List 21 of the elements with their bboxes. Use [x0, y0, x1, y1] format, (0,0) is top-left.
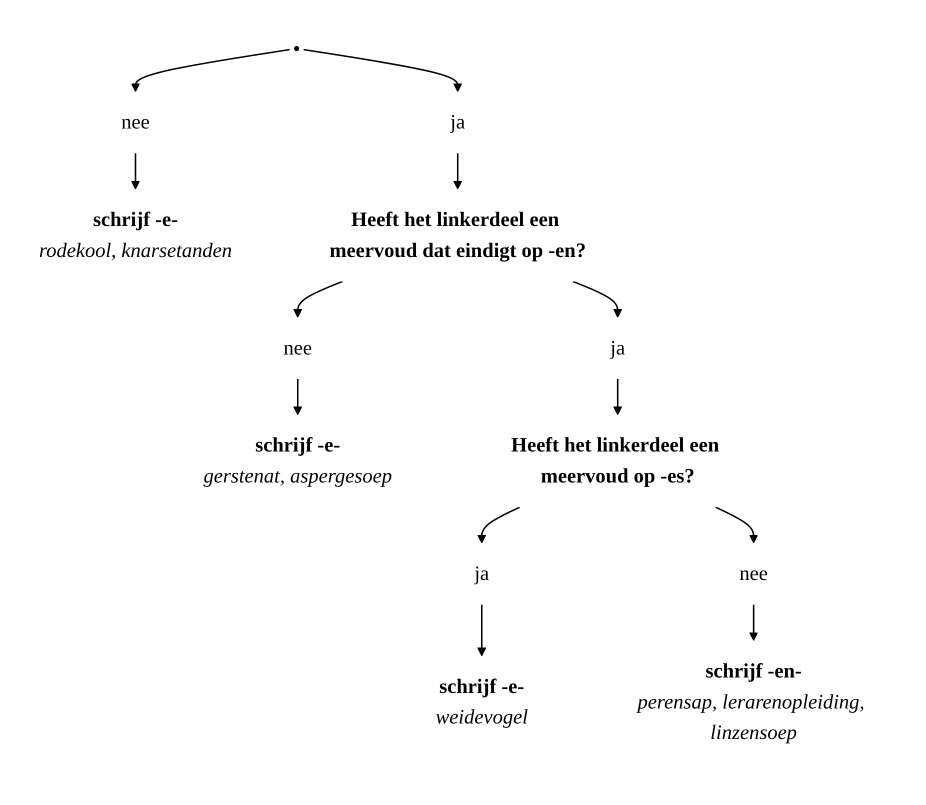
arrow	[293, 378, 302, 416]
arrow	[749, 604, 758, 641]
arrow	[304, 48, 462, 92]
arrow	[613, 378, 622, 416]
arrow	[572, 280, 622, 318]
arrow	[130, 153, 140, 190]
arrow	[477, 506, 520, 544]
node-text: schrijf -e- gerstenat, aspergesoep	[204, 434, 392, 488]
node-text: schrijf -e- weidevogel	[436, 675, 528, 729]
node-text: Heeft het linkerdeel een meervoud op -es?	[511, 434, 720, 488]
arrow	[453, 153, 462, 190]
node-text: schrijf -e- rodekool, knarsetanden	[38, 208, 232, 262]
node-text: nee	[121, 111, 150, 134]
arrow	[715, 506, 758, 544]
node-text: Heeft het linkerdeel een meervoud dat eindigt op -en?	[329, 208, 586, 262]
node-text: schrijf -en- perensap, lerarenopleiding, linzensoep	[638, 660, 865, 744]
node-text: nee	[283, 336, 312, 360]
node-text: nee	[739, 562, 768, 586]
arrow	[293, 280, 343, 318]
arrow	[477, 604, 486, 656]
arrow	[130, 48, 290, 92]
